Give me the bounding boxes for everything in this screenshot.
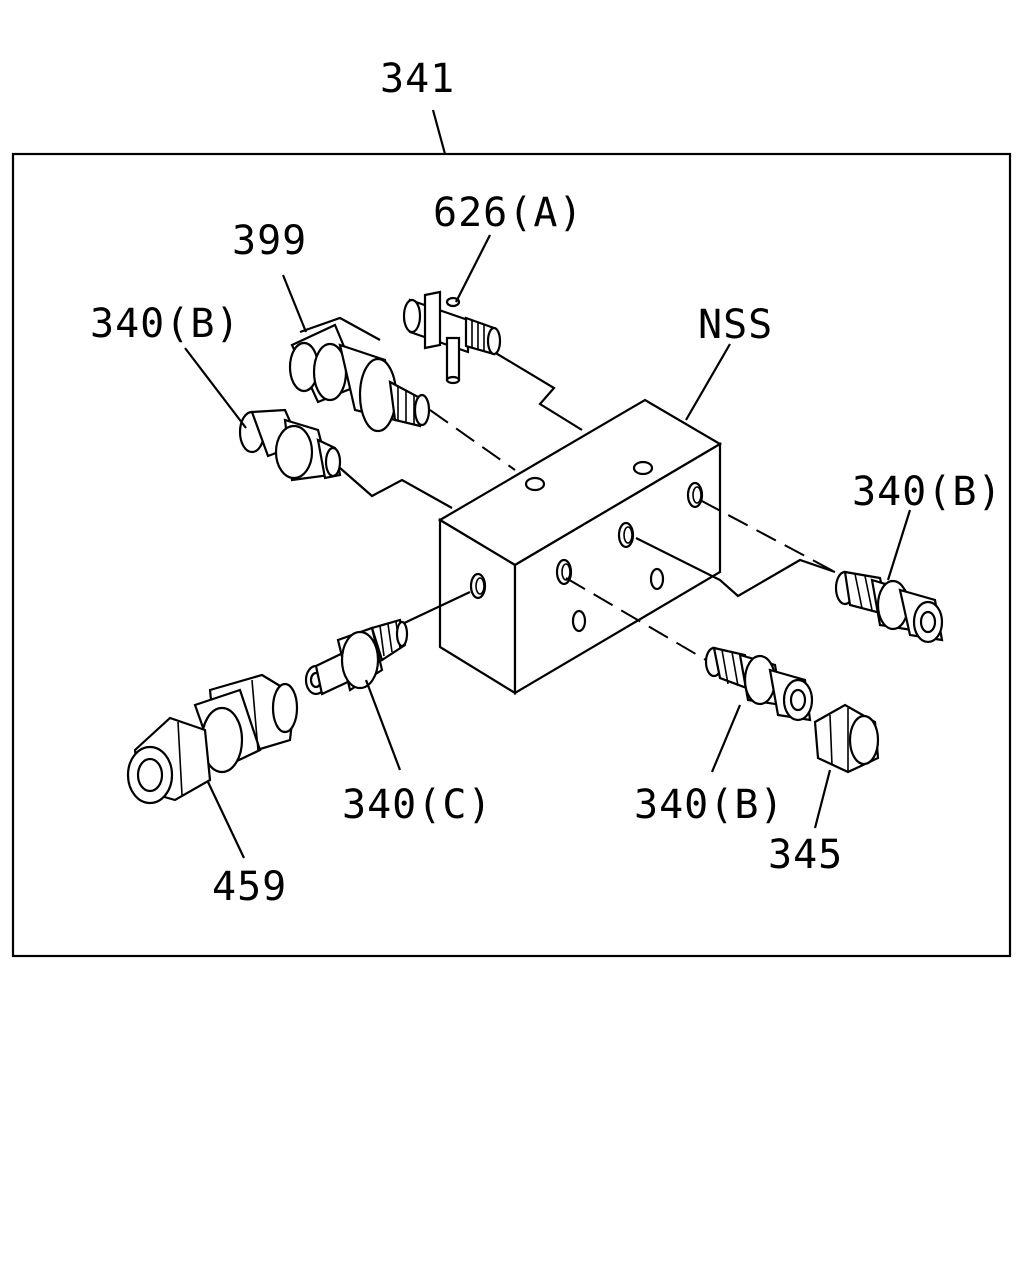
fitting-340b-bottom	[565, 577, 814, 722]
label-626a: 626(A)	[433, 190, 584, 236]
leader-341	[431, 109, 447, 155]
label-nss: NSS	[698, 302, 773, 348]
leader-340b-right	[886, 509, 912, 581]
leader-nss	[685, 343, 731, 421]
label-399: 399	[232, 218, 307, 264]
leader-626a	[455, 234, 491, 303]
leader-340b-bottom	[710, 704, 742, 773]
label-340b-right: 340(B)	[852, 469, 1003, 515]
leader-459	[207, 781, 245, 859]
leader-340c	[364, 679, 402, 771]
fitting-340c	[304, 591, 471, 696]
fitting-340b-upper-left	[238, 408, 453, 509]
fitting-340b-right	[635, 499, 944, 644]
manifold-block	[437, 398, 723, 695]
sensor-399	[288, 316, 516, 471]
union-459	[126, 673, 299, 805]
label-340b-upper-left: 340(B)	[90, 301, 241, 347]
label-340c: 340(C)	[342, 782, 493, 828]
label-459: 459	[212, 864, 287, 910]
diagram-frame	[11, 152, 1012, 958]
leader-340b-upper-left	[184, 347, 247, 429]
label-341: 341	[380, 56, 455, 102]
leader-345	[813, 769, 832, 829]
cap-345	[813, 703, 880, 774]
label-340b-bottom: 340(B)	[634, 782, 785, 828]
leader-399	[281, 274, 308, 333]
label-345: 345	[768, 832, 843, 878]
valve-626a	[402, 290, 583, 431]
